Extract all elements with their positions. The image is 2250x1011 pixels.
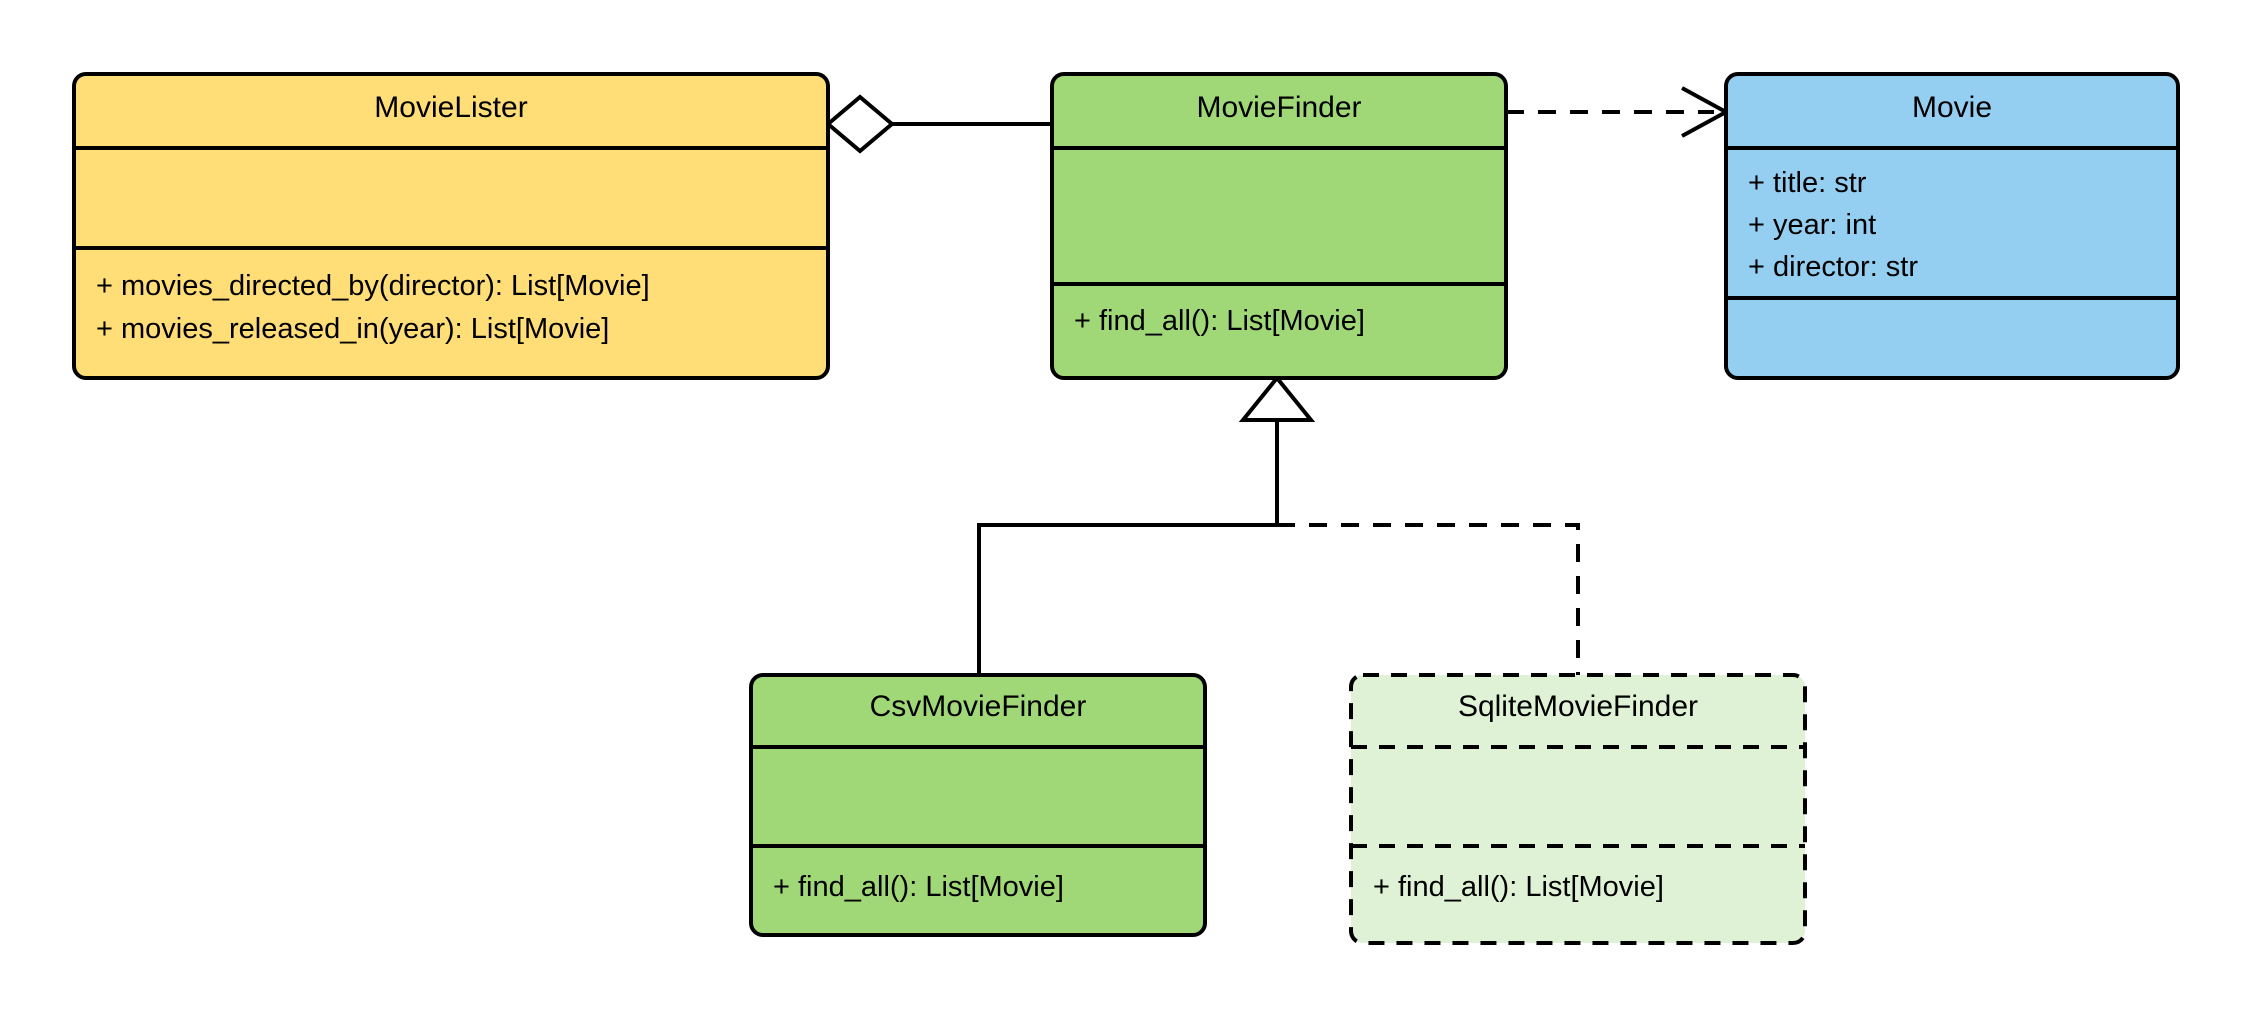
sqlite-movie-finder-title: SqliteMovieFinder	[1458, 690, 1698, 723]
class-box-csv-movie-finder[interactable]: CsvMovieFinder + find_all(): List[Movie]	[749, 673, 1207, 937]
relationship-aggregation-lister-finder[interactable]	[824, 94, 1052, 154]
relationship-generalization-sqlite[interactable]	[1277, 523, 1580, 675]
class-box-movie[interactable]: Movie + title: str + year: int + directo…	[1724, 72, 2180, 380]
csv-movie-finder-body	[749, 673, 1207, 937]
relationship-dependency-finder-movie[interactable]	[1506, 86, 1731, 138]
movie-lister-method-1: + movies_released_in(year): List[Movie]	[96, 313, 609, 345]
generalization-line-csv	[977, 418, 1279, 675]
csv-movie-finder-method-0: + find_all(): List[Movie]	[773, 871, 1064, 903]
class-box-movie-finder[interactable]: MovieFinder + find_all(): List[Movie]	[1050, 72, 1508, 380]
hollow-diamond-icon	[824, 94, 896, 154]
movie-attribute-0: + title: str	[1748, 167, 1867, 199]
movie-finder-method-0: + find_all(): List[Movie]	[1074, 305, 1365, 337]
generalization-line-sqlite	[1277, 523, 1580, 675]
movie-lister-title: MovieLister	[374, 91, 527, 124]
movie-attribute-2: + director: str	[1748, 251, 1918, 283]
csv-movie-finder-title: CsvMovieFinder	[870, 690, 1087, 723]
class-box-sqlite-movie-finder[interactable]: SqliteMovieFinder + find_all(): List[Mov…	[1349, 673, 1807, 945]
movie-attribute-1: + year: int	[1748, 209, 1876, 241]
movie-lister-method-0: + movies_directed_by(director): List[Mov…	[96, 270, 650, 302]
movie-title: Movie	[1912, 91, 1992, 124]
movie-finder-title: MovieFinder	[1196, 91, 1361, 124]
sqlite-movie-finder-body	[1349, 673, 1807, 945]
hollow-triangle-icon	[1238, 374, 1316, 422]
generalization-arrowhead-group	[1238, 374, 1316, 422]
sqlite-movie-finder-method-0: + find_all(): List[Movie]	[1373, 871, 1664, 903]
class-box-movie-lister[interactable]: MovieLister + movies_directed_by(directo…	[72, 72, 830, 380]
relationship-generalization-csv[interactable]	[977, 418, 1279, 675]
